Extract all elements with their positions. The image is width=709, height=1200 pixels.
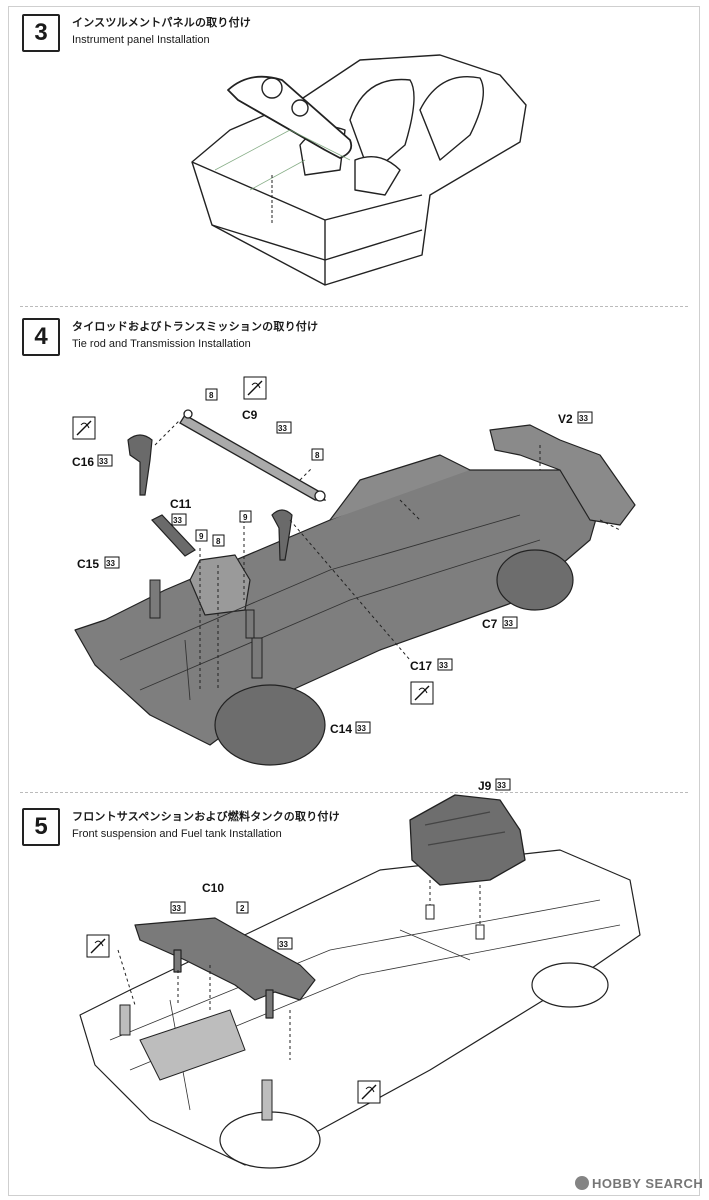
paint-code-box: 8: [205, 388, 218, 401]
page-frame: [8, 6, 700, 1196]
part-label-j9: J9: [478, 779, 492, 793]
paint-code-box: 8: [311, 448, 324, 461]
paint-code-box: 9: [239, 510, 252, 523]
paint-code: 33: [172, 904, 181, 913]
hobby-search-logo-icon: [575, 1176, 589, 1190]
watermark-text: HOBBY SEARCH: [592, 1176, 704, 1191]
paint-code-box: 33: [171, 513, 187, 526]
part-label-c11: C11: [170, 497, 192, 511]
paint-code-box: 33: [104, 556, 120, 569]
paint-code: 33: [357, 724, 366, 733]
no-glue-icon: [357, 1080, 381, 1104]
step-number: 3: [22, 14, 60, 52]
paint-code: 8: [209, 391, 214, 400]
paint-code-box: 8: [212, 534, 225, 547]
paint-code: 8: [216, 537, 221, 546]
step-title-jp: インスツルメントパネルの取り付け: [72, 16, 251, 29]
paint-code-box: 33: [276, 421, 292, 434]
step-title-jp: フロントサスペンションおよび燃料タンクの取り付け: [72, 810, 340, 823]
paint-code: 8: [315, 451, 320, 460]
paint-code: 33: [439, 661, 448, 670]
paint-code-box: 33: [277, 937, 293, 950]
part-label-c17: C17: [410, 659, 432, 673]
paint-code: 33: [99, 457, 108, 466]
step-number: 4: [22, 318, 60, 356]
paint-code-box: 33: [170, 901, 186, 914]
paint-code-box: 33: [437, 658, 453, 671]
no-glue-icon: [72, 416, 96, 440]
watermark: HOBBY SEARCH: [575, 1176, 703, 1191]
paint-code: 33: [497, 781, 506, 790]
tie-rod-transmission-illustration: C9 C16 C11 C15 V2 C7 C17 C14 8 8 8 9 9 3…: [72, 376, 636, 766]
step-title-en: Instrument panel Installation: [72, 34, 210, 46]
step-heading: フロントサスペンションおよび燃料タンクの取り付け Front suspensio…: [72, 808, 340, 840]
paint-code: 33: [173, 516, 182, 525]
part-label-c15: C15: [77, 557, 99, 571]
paint-code: 2: [240, 904, 245, 913]
paint-code: 33: [278, 424, 287, 433]
paint-code: 9: [199, 532, 204, 541]
paint-code-box: 33: [495, 778, 511, 791]
step-heading: インスツルメントパネルの取り付け Instrument panel Instal…: [72, 14, 251, 46]
paint-code-box: 9: [195, 529, 208, 542]
step-heading: タイロッドおよびトランスミッションの取り付け Tie rod and Trans…: [72, 318, 318, 350]
divider: [20, 306, 688, 307]
no-glue-icon: [86, 934, 110, 958]
no-glue-icon: [243, 376, 267, 400]
step-title-en: Front suspension and Fuel tank Installat…: [72, 828, 282, 840]
step-title-jp: タイロッドおよびトランスミッションの取り付け: [72, 320, 319, 333]
paint-code-box: 33: [502, 616, 518, 629]
part-label-c10: C10: [202, 881, 224, 895]
no-glue-icon: [410, 681, 434, 705]
paint-code: 33: [504, 619, 513, 628]
instrument-panel-illustration: [191, 54, 527, 286]
divider: [20, 792, 688, 793]
part-label-c14: C14: [330, 722, 352, 736]
part-label-c9: C9: [242, 408, 258, 422]
paint-code: 9: [243, 513, 248, 522]
part-label-v2: V2: [558, 412, 573, 426]
part-label-c16: C16: [72, 455, 94, 469]
paint-code: 33: [579, 414, 588, 423]
paint-code: 33: [106, 559, 115, 568]
paint-code-box: 33: [355, 721, 371, 734]
paint-code: 33: [279, 940, 288, 949]
part-label-c7: C7: [482, 617, 498, 631]
paint-code-box: 33: [577, 411, 593, 424]
step-number: 5: [22, 808, 60, 846]
paint-code-box: 33: [97, 454, 113, 467]
step-title-en: Tie rod and Transmission Installation: [72, 338, 251, 350]
paint-code-box: 2: [236, 901, 249, 914]
